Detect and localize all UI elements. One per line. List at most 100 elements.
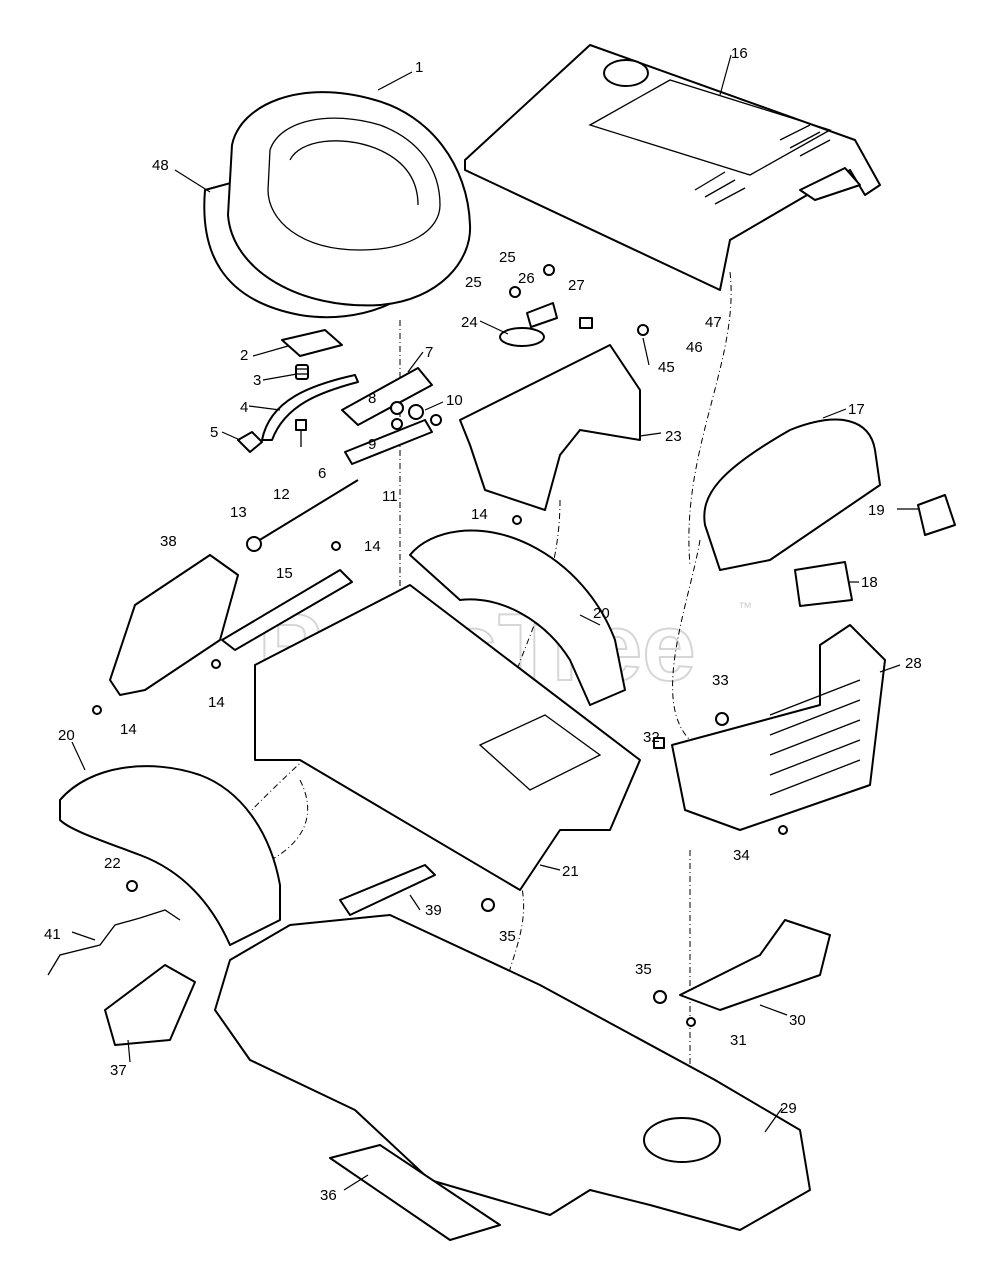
callout-5: 5 [210, 424, 218, 441]
callout-29: 29 [780, 1100, 797, 1117]
seat-bolt [295, 419, 307, 447]
callout-7: 7 [425, 344, 433, 361]
chassis [214, 914, 811, 1231]
callout-25b: 25 [499, 249, 516, 266]
callout-17: 17 [848, 401, 865, 418]
callout-12: 12 [273, 486, 290, 503]
callout-16: 16 [731, 45, 748, 62]
fender-left [59, 765, 281, 946]
nut-2 [430, 414, 442, 426]
seat-pan-bracket [261, 374, 359, 441]
callout-14b: 14 [364, 538, 381, 555]
callout-46: 46 [686, 339, 703, 356]
callout-18: 18 [861, 574, 878, 591]
bolt-head [408, 404, 424, 420]
callouts: 1 48 2 3 4 5 6 7 8 9 10 11 12 13 14 14 1… [44, 45, 922, 1204]
screw-14c [211, 659, 221, 669]
callout-37: 37 [110, 1062, 127, 1079]
screw-45 [637, 324, 649, 336]
callout-33: 33 [712, 672, 729, 689]
screw-34 [778, 825, 788, 835]
screw-25b [543, 264, 555, 276]
callout-8: 8 [368, 390, 376, 407]
grille [671, 624, 886, 831]
nut-33 [715, 712, 729, 726]
callout-47: 47 [705, 314, 722, 331]
callout-31: 31 [730, 1032, 747, 1049]
seat-rail [344, 419, 433, 465]
bracket [221, 569, 353, 651]
callout-19: 19 [868, 502, 885, 519]
callout-14d: 14 [120, 721, 137, 738]
screw-14d [92, 705, 102, 715]
callout-10: 10 [446, 392, 463, 409]
dash-panel [459, 344, 641, 511]
callout-35b: 35 [635, 961, 652, 978]
hood [464, 44, 881, 291]
callout-48: 48 [152, 157, 169, 174]
callout-14a: 14 [471, 506, 488, 523]
callout-2: 2 [240, 347, 248, 364]
callout-9: 9 [368, 436, 376, 453]
callout-1: 1 [415, 59, 423, 76]
callout-3: 3 [253, 372, 261, 389]
front-bracket [679, 919, 831, 1011]
callout-38: 38 [160, 533, 177, 550]
callout-14c: 14 [208, 694, 225, 711]
callout-11: 11 [382, 488, 398, 505]
switch-plate [499, 327, 545, 347]
nut-35b [653, 990, 667, 1004]
fender-right [409, 529, 626, 706]
callout-30: 30 [789, 1012, 806, 1029]
ignition-plate [526, 302, 558, 328]
key-cap [579, 317, 593, 329]
callout-23: 23 [665, 428, 682, 445]
callout-6: 6 [318, 465, 326, 482]
callout-36: 36 [320, 1187, 337, 1204]
callout-24: 24 [461, 314, 478, 331]
frame [254, 584, 641, 891]
nut [390, 401, 404, 415]
callout-35a: 35 [499, 928, 516, 945]
callout-34: 34 [733, 847, 750, 864]
watermark-trademark: ™ [738, 599, 752, 615]
callout-41: 41 [44, 926, 61, 943]
screw-25a [509, 286, 521, 298]
callout-4: 4 [240, 399, 248, 416]
grille-housing [703, 418, 881, 571]
rod-knob [246, 536, 262, 552]
seat-adjust-plate [341, 367, 433, 426]
seat-spring [295, 364, 309, 380]
nut-35a [481, 898, 495, 912]
callout-15: 15 [276, 565, 293, 582]
clip-32 [653, 737, 665, 749]
screw-31 [686, 1017, 696, 1027]
callout-22: 22 [104, 855, 121, 872]
callout-25a: 25 [465, 274, 482, 291]
chassis-hole [643, 1117, 721, 1163]
rod [257, 479, 359, 542]
headlight [917, 494, 956, 536]
screw-14b [331, 541, 341, 551]
bracket-39 [339, 864, 436, 916]
leader-lines [71, 54, 918, 1191]
seat-knob [237, 431, 263, 453]
callout-20a: 20 [593, 605, 610, 622]
footrest [104, 964, 196, 1046]
seat-plate [281, 329, 343, 357]
spring [47, 909, 181, 976]
callout-27: 27 [568, 277, 585, 294]
callout-13: 13 [230, 504, 247, 521]
side-panel-left [109, 554, 239, 696]
callout-39: 39 [425, 902, 442, 919]
callout-32: 32 [643, 729, 660, 746]
callout-26: 26 [518, 270, 535, 287]
callout-20b: 20 [58, 727, 75, 744]
callout-28: 28 [905, 655, 922, 672]
screw-14a [512, 515, 522, 525]
callout-45: 45 [658, 359, 675, 376]
frame-opening [478, 714, 602, 791]
nut-22 [126, 880, 138, 892]
callout-21: 21 [562, 863, 579, 880]
